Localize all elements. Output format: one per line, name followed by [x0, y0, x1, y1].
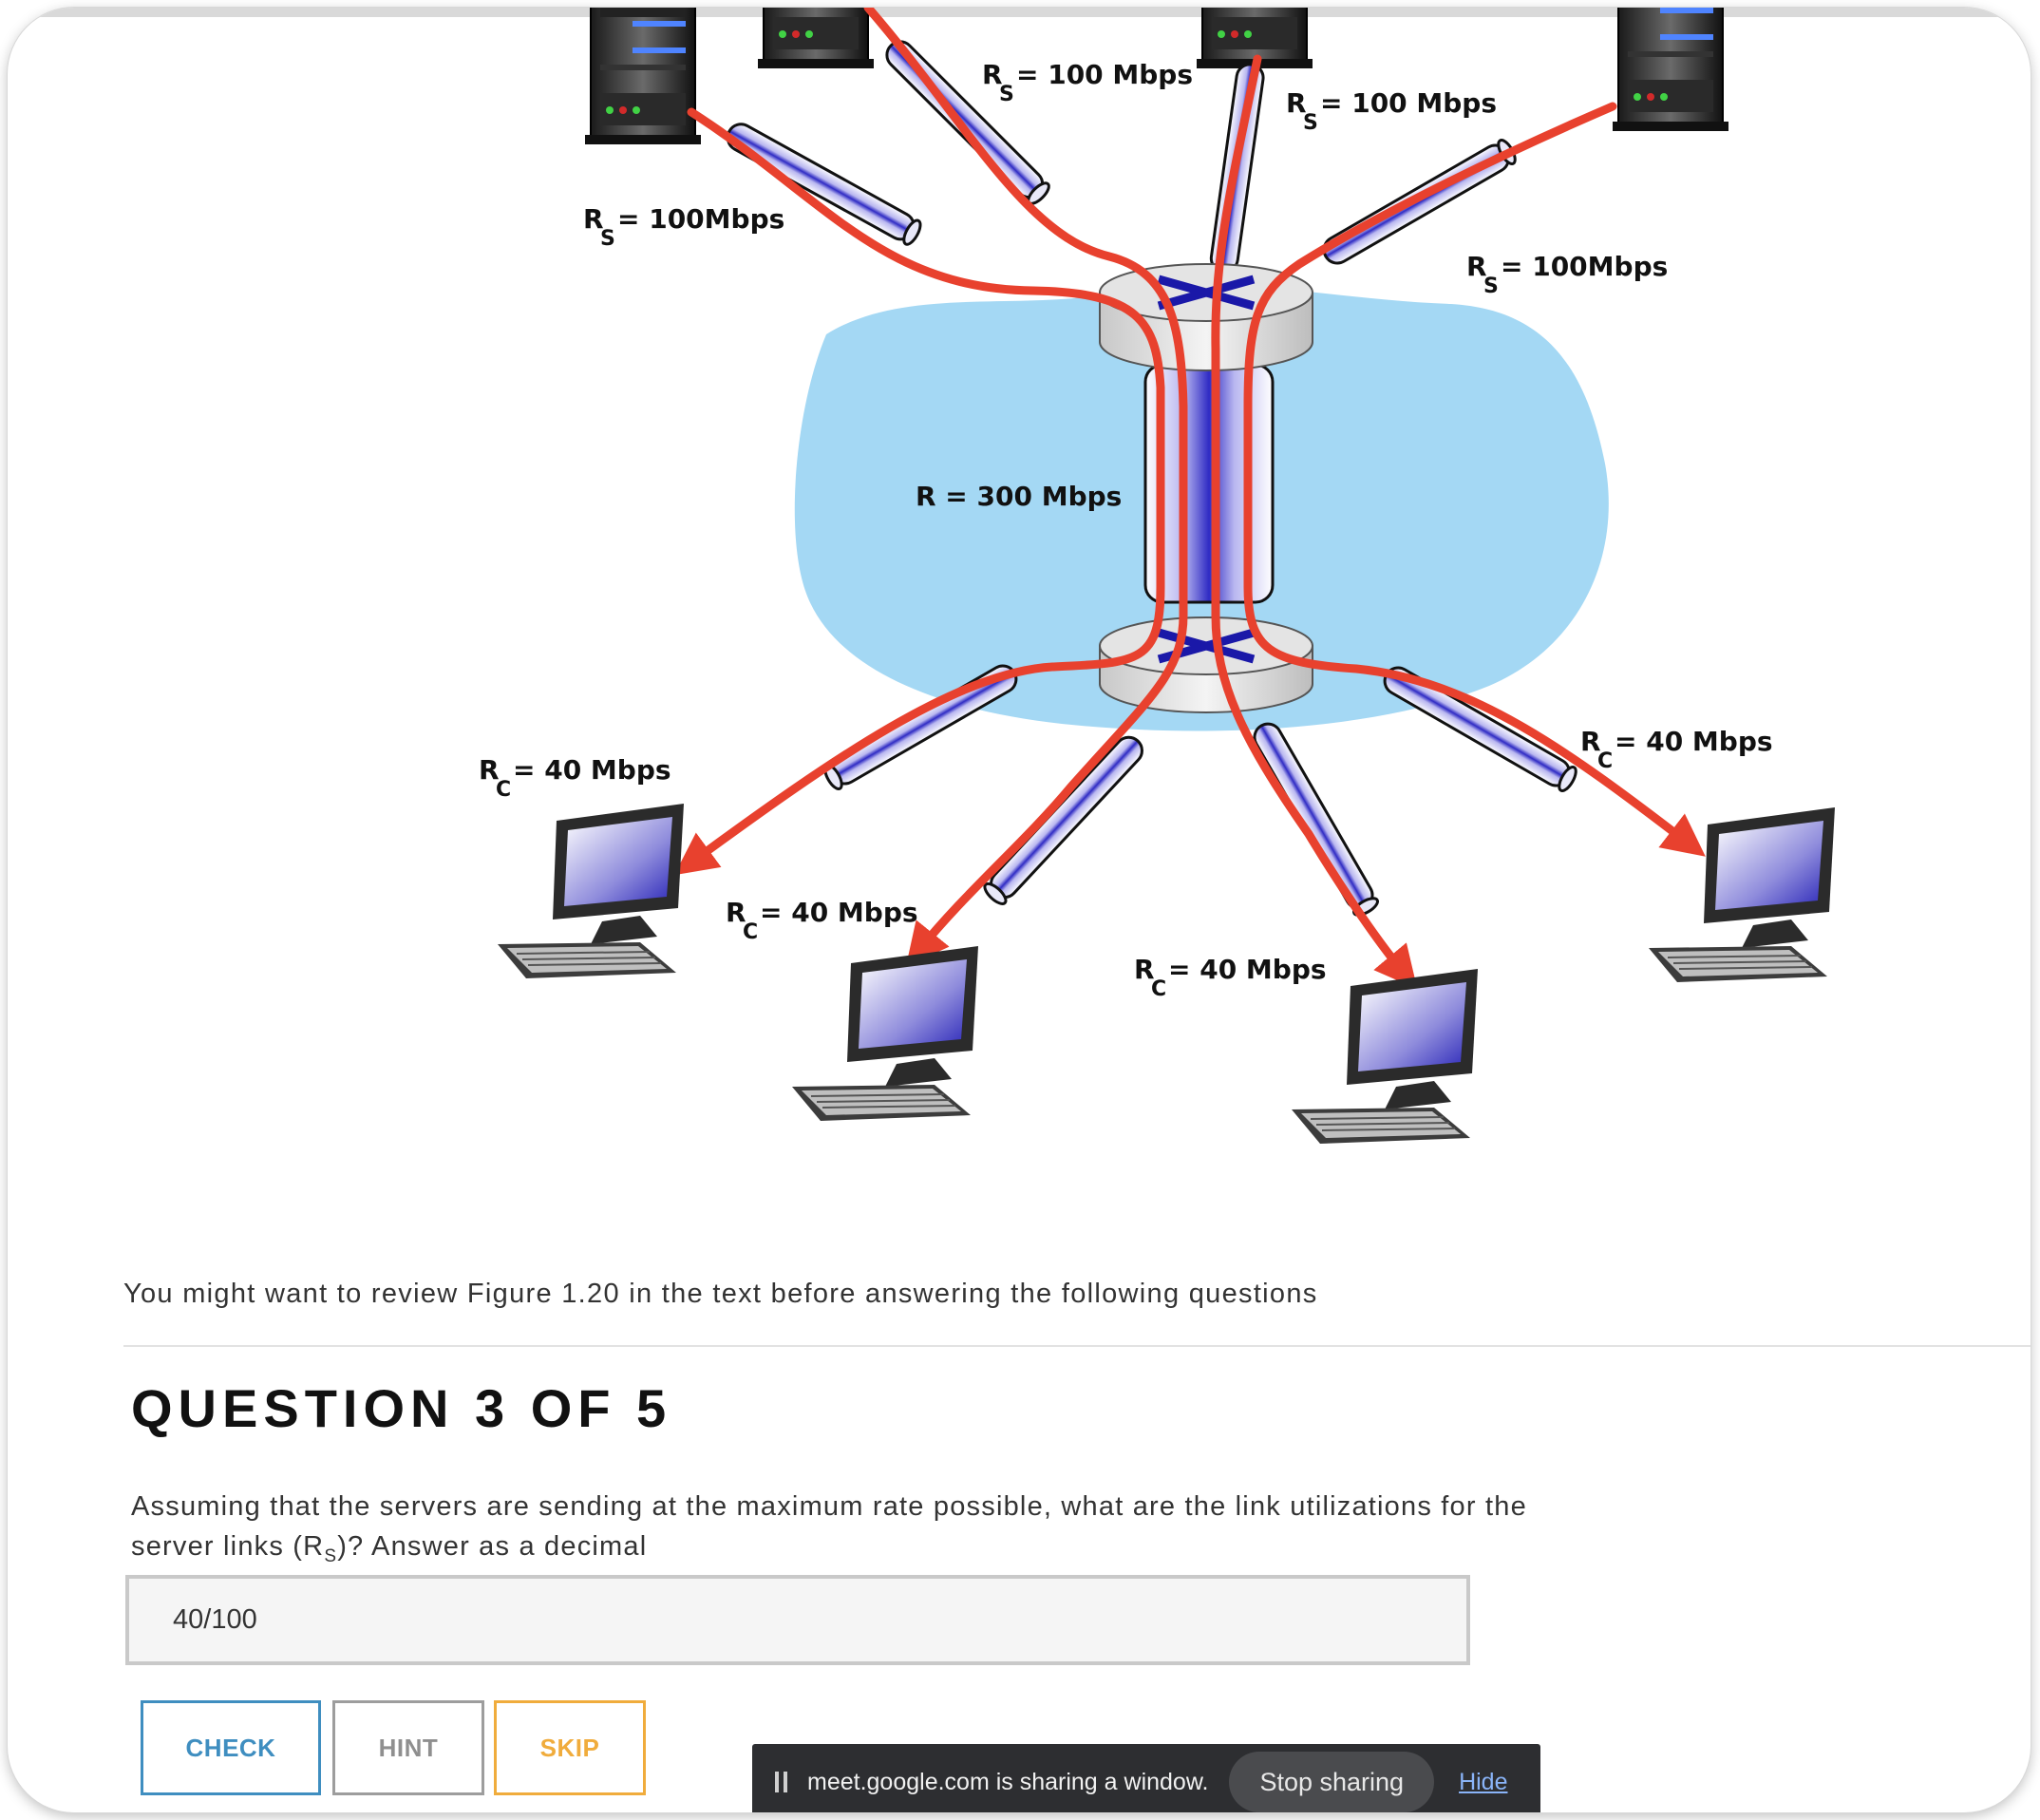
svg-text:R: R [583, 203, 604, 235]
svg-text:S: S [600, 227, 615, 251]
svg-text:= 100Mbps: = 100Mbps [617, 203, 784, 235]
svg-text:= 100 Mbps: = 100 Mbps [1016, 59, 1193, 90]
rate-label-server: R S = 100 Mbps [1286, 87, 1497, 135]
svg-text:= 100 Mbps: = 100 Mbps [1320, 87, 1497, 119]
hide-link[interactable]: Hide [1459, 1768, 1508, 1795]
svg-text:S: S [1303, 111, 1318, 135]
window-top-edge [8, 8, 2031, 17]
client-link-pipe [1248, 717, 1382, 920]
client-computer-icon [791, 945, 979, 1122]
rate-label-client: R C = 40 Mbps [1580, 726, 1773, 773]
rate-label-server: R S = 100Mbps [583, 203, 784, 251]
svg-text:= 40 Mbps: = 40 Mbps [1615, 726, 1773, 757]
svg-text:R: R [479, 754, 500, 786]
answer-input[interactable] [125, 1575, 1470, 1665]
question-title: QUESTION 3 OF 5 [131, 1378, 672, 1438]
quiz-window: R S = 100 Mbps R S = 100 Mbps R S = 100M… [8, 8, 2031, 1812]
traffic-flows [673, 8, 1706, 990]
pause-icon [775, 1772, 788, 1792]
server-icon [584, 8, 702, 145]
rate-label-server: R S = 100 Mbps [982, 59, 1193, 106]
rate-label-client: R C = 40 Mbps [479, 754, 671, 802]
screen-share-bar: meet.google.com is sharing a window. Sto… [752, 1744, 1540, 1812]
client-computer-icon [497, 803, 685, 979]
rate-label-server: R S = 100Mbps [1466, 251, 1668, 298]
intro-text: You might want to review Figure 1.20 in … [123, 1279, 1318, 1309]
skip-button[interactable]: SKIP [494, 1700, 646, 1795]
server-icon [1612, 8, 1729, 132]
network-diagram: R S = 100 Mbps R S = 100 Mbps R S = 100M… [479, 8, 1836, 1145]
rate-label-client: R C = 40 Mbps [726, 897, 918, 944]
stop-sharing-button[interactable]: Stop sharing [1229, 1752, 1435, 1812]
svg-text:R: R [1466, 251, 1487, 282]
server-link-pipe [1317, 136, 1521, 270]
client-link-pipe [980, 730, 1149, 909]
svg-text:R: R [726, 897, 746, 928]
svg-text:R: R [982, 59, 1003, 90]
svg-text:= 40 Mbps: = 40 Mbps [1168, 954, 1327, 985]
svg-text:S: S [999, 83, 1014, 106]
section-divider [123, 1345, 2031, 1347]
router-icon [1099, 616, 1313, 713]
check-button[interactable]: CHECK [141, 1700, 321, 1795]
share-message: meet.google.com is sharing a window. [807, 1768, 1209, 1795]
client-computer-icon [1291, 968, 1479, 1145]
svg-text:C: C [743, 920, 758, 944]
hint-button[interactable]: HINT [332, 1700, 484, 1795]
rate-label-client: R C = 40 Mbps [1134, 954, 1327, 1001]
rate-label-core: R = 300 Mbps [916, 481, 1122, 512]
svg-text:C: C [1597, 749, 1613, 773]
svg-text:R: R [1580, 726, 1601, 757]
svg-text:S: S [1483, 275, 1499, 298]
server-icon [757, 8, 875, 69]
svg-text:C: C [1151, 977, 1166, 1001]
svg-text:R: R [1286, 87, 1307, 119]
svg-text:C: C [496, 778, 511, 802]
svg-text:R: R [1134, 954, 1155, 985]
svg-text:= 40 Mbps: = 40 Mbps [760, 897, 918, 928]
svg-text:= 40 Mbps: = 40 Mbps [513, 754, 671, 786]
svg-text:= 100Mbps: = 100Mbps [1501, 251, 1668, 282]
question-text: Assuming that the servers are sending at… [131, 1491, 1527, 1566]
